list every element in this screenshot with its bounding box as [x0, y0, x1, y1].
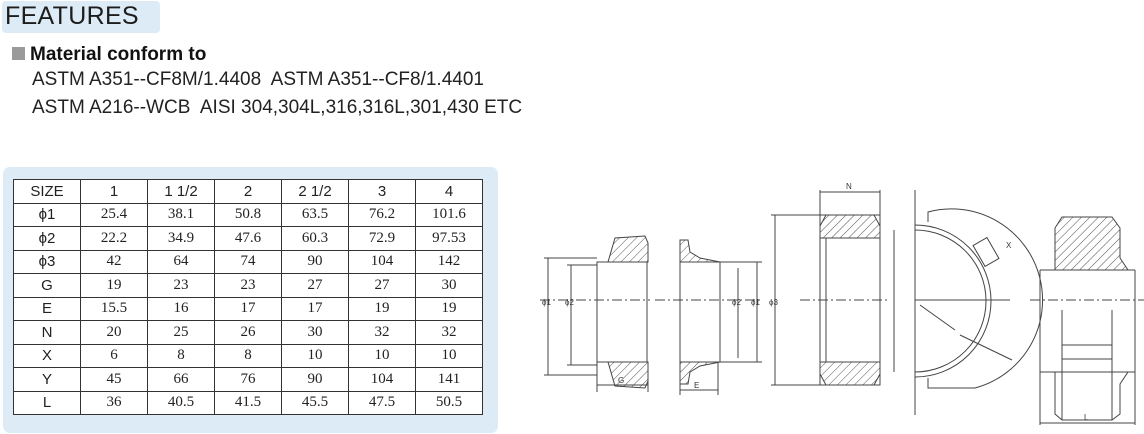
table-cell: 72.9 — [348, 226, 416, 251]
table-cell: 23 — [147, 273, 215, 298]
table-cell: 10 — [415, 343, 483, 368]
row-label: ϕ1 — [13, 202, 81, 227]
svg-text:L: L — [1084, 413, 1089, 422]
table-cell: 38.1 — [147, 202, 215, 227]
table-cell: 26 — [214, 320, 282, 345]
svg-text:ϕ3: ϕ3 — [769, 298, 778, 307]
table-cell: 3 — [348, 179, 416, 204]
table-cell: 25 — [147, 320, 215, 345]
table-cell: 8 — [214, 343, 282, 368]
table-cell: 45 — [80, 367, 148, 392]
table-cell: 66 — [147, 367, 215, 392]
table-cell: 45.5 — [281, 390, 349, 415]
table-cell: 19 — [348, 296, 416, 321]
svg-text:E: E — [694, 381, 699, 390]
table-cell: 10 — [348, 343, 416, 368]
table-cell: 6 — [80, 343, 148, 368]
row-label: X — [13, 343, 81, 368]
svg-text:ϕ1: ϕ1 — [542, 298, 551, 307]
table-cell: 16 — [147, 296, 215, 321]
table-cell: 142 — [415, 249, 483, 274]
table-cell: 30 — [415, 273, 483, 298]
table-cell: 42 — [80, 249, 148, 274]
table-cell: 101.6 — [415, 202, 483, 227]
table-cell: 50.5 — [415, 390, 483, 415]
table-cell: 104 — [348, 367, 416, 392]
table-cell: 25.4 — [80, 202, 148, 227]
table-cell: 19 — [80, 273, 148, 298]
table-cell: 41.5 — [214, 390, 282, 415]
row-label: ϕ3 — [13, 249, 81, 274]
svg-text:ϕ2: ϕ2 — [565, 298, 574, 307]
table-cell: 36 — [80, 390, 148, 415]
nut-drawing: ϕ3 N — [769, 182, 890, 386]
table-cell: 34.9 — [147, 226, 215, 251]
table-cell: 23 — [214, 273, 282, 298]
svg-text:G: G — [618, 376, 624, 385]
table-cell: 27 — [348, 273, 416, 298]
features-heading: FEATURES — [2, 1, 160, 33]
table-cell: 10 — [281, 343, 349, 368]
material-heading: Material conform to — [12, 44, 206, 66]
table-cell: 1 — [80, 179, 148, 204]
table-cell: 47.6 — [214, 226, 282, 251]
svg-text:ϕ1: ϕ1 — [751, 298, 760, 307]
table-cell: 19 — [415, 296, 483, 321]
clamp-drawing: X — [893, 190, 1044, 415]
material-line-1: ASTM A351--CF8M/1.4408 ASTM A351--CF8/1.… — [32, 69, 484, 90]
table-cell: 2 1/2 — [281, 179, 349, 204]
table-cell: 40.5 — [147, 390, 215, 415]
table-cell: 76 — [214, 367, 282, 392]
row-label: SIZE — [13, 179, 81, 204]
table-cell: 32 — [348, 320, 416, 345]
table-cell: 104 — [348, 249, 416, 274]
bullet-square-icon — [12, 47, 25, 60]
ferrule-short-drawing: ϕ2 ϕ1 E — [655, 239, 762, 395]
row-label: N — [13, 320, 81, 345]
table-cell: 30 — [281, 320, 349, 345]
svg-text:X: X — [1006, 241, 1012, 250]
table-cell: 1 1/2 — [147, 179, 215, 204]
table-cell: 8 — [147, 343, 215, 368]
table-cell: 17 — [214, 296, 282, 321]
table-cell: 47.5 — [348, 390, 416, 415]
table-cell: 64 — [147, 249, 215, 274]
row-label: Y — [13, 367, 81, 392]
svg-text:N: N — [846, 182, 852, 191]
table-cell: 27 — [281, 273, 349, 298]
material-line-2: ASTM A216--WCB AISI 304,304L,316,316L,30… — [32, 97, 523, 118]
ferrule-drawing: ϕ1 ϕ2 G — [540, 235, 650, 392]
table-cell: 17 — [281, 296, 349, 321]
table-cell: 32 — [415, 320, 483, 345]
table-cell: 74 — [214, 249, 282, 274]
row-label: G — [13, 273, 81, 298]
table-cell: 15.5 — [80, 296, 148, 321]
svg-text:ϕ2: ϕ2 — [732, 298, 741, 307]
table-cell: 20 — [80, 320, 148, 345]
assembly-drawing: L — [1030, 216, 1144, 425]
table-cell: 141 — [415, 367, 483, 392]
table-cell: 50.8 — [214, 202, 282, 227]
table-cell: 90 — [281, 367, 349, 392]
